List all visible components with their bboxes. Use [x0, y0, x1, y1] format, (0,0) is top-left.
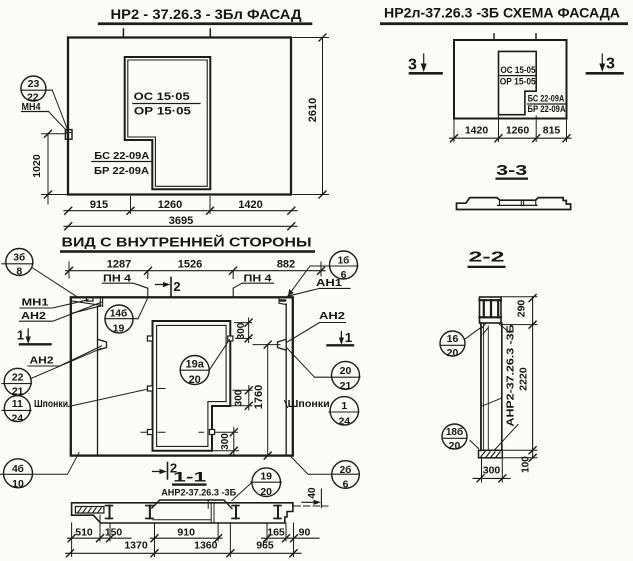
svg-text:23: 23: [28, 78, 40, 90]
svg-text:150: 150: [105, 526, 123, 538]
svg-text:МН4: МН4: [22, 102, 41, 113]
svg-text:ОР 15-05: ОР 15-05: [500, 77, 537, 88]
svg-text:АН1: АН1: [316, 277, 342, 289]
svg-text:300: 300: [483, 464, 501, 476]
svg-text:ПН 4: ПН 4: [244, 273, 272, 285]
svg-text:11: 11: [12, 398, 23, 410]
svg-text:8: 8: [16, 266, 22, 278]
svg-text:1-1: 1-1: [173, 468, 206, 484]
svg-text:ОС 15-05: ОС 15-05: [501, 65, 537, 76]
svg-text:АНР2-37.26.3 -3Б: АНР2-37.26.3 -3Б: [161, 488, 236, 499]
svg-text:АН2: АН2: [319, 310, 345, 322]
svg-text:АН2: АН2: [21, 310, 46, 322]
svg-text:19: 19: [260, 471, 272, 483]
svg-text:2б: 2б: [340, 464, 352, 476]
svg-text:АНР2-37.26.3 -3Б: АНР2-37.26.3 -3Б: [505, 325, 516, 427]
svg-text:3-3: 3-3: [496, 162, 527, 179]
svg-text:АН2: АН2: [30, 354, 54, 366]
svg-text:2-2: 2-2: [469, 249, 505, 266]
svg-text:90: 90: [299, 526, 311, 538]
svg-text:3695: 3695: [169, 215, 193, 227]
svg-text:1287: 1287: [107, 259, 131, 271]
svg-text:ПН 4: ПН 4: [103, 273, 131, 285]
svg-text:6: 6: [343, 478, 349, 490]
svg-text:3: 3: [408, 57, 417, 74]
svg-text:1370: 1370: [124, 539, 148, 551]
svg-text:21: 21: [340, 380, 352, 392]
svg-text:1260: 1260: [506, 125, 530, 137]
svg-text:1760: 1760: [253, 385, 265, 409]
svg-text:14б: 14б: [110, 308, 127, 320]
svg-text:ВИД С ВНУТРЕННЕЙ СТОРОНЫ: ВИД С ВНУТРЕННЕЙ СТОРОНЫ: [62, 235, 312, 250]
svg-text:БС 22-09А: БС 22-09А: [94, 150, 149, 162]
svg-text:24: 24: [338, 415, 350, 427]
svg-text:20: 20: [449, 440, 461, 452]
svg-text:22: 22: [12, 371, 24, 383]
svg-text:40: 40: [307, 487, 318, 499]
svg-text:300: 300: [220, 433, 231, 450]
svg-text:300: 300: [234, 389, 245, 406]
svg-text:1420: 1420: [465, 125, 489, 137]
svg-text:1420: 1420: [238, 199, 262, 211]
svg-text:НР2л-37.26.3 -3Б СХЕМА ФАСА: НР2л-37.26.3 -3Б СХЕМА ФАСАДА: [384, 6, 620, 21]
svg-text:165: 165: [267, 526, 285, 538]
svg-text:19а: 19а: [186, 359, 205, 371]
svg-text:3б: 3б: [13, 252, 25, 264]
svg-text:ОР 15·05: ОР 15·05: [134, 106, 191, 118]
svg-text:100: 100: [521, 456, 532, 473]
svg-text:Шпонки: Шпонки: [288, 399, 330, 410]
svg-text:1: 1: [345, 330, 352, 345]
svg-text:22: 22: [27, 92, 39, 104]
svg-text:815: 815: [543, 125, 561, 137]
svg-text:2: 2: [170, 461, 177, 476]
svg-text:510: 510: [75, 526, 93, 538]
svg-text:910: 910: [177, 526, 195, 538]
svg-text:1260: 1260: [158, 199, 182, 211]
svg-text:965: 965: [256, 539, 274, 551]
svg-text:3: 3: [606, 56, 615, 73]
svg-text:ОС 15·05: ОС 15·05: [134, 91, 190, 103]
svg-text:Шпонки: Шпонки: [34, 399, 68, 410]
svg-text:МН1: МН1: [22, 296, 49, 308]
svg-text:БР 22-09А: БР 22-09А: [94, 165, 149, 177]
svg-text:882: 882: [277, 259, 295, 271]
svg-text:НР2 - 37.26.3 - 3Бл ФАСАД: НР2 - 37.26.3 - 3Бл ФАСАД: [111, 7, 302, 22]
svg-text:1526: 1526: [178, 259, 202, 271]
svg-text:1: 1: [17, 328, 24, 343]
svg-text:20: 20: [340, 365, 352, 377]
svg-text:21: 21: [12, 386, 24, 398]
svg-text:2: 2: [173, 279, 180, 294]
svg-text:19: 19: [113, 322, 125, 334]
svg-text:1: 1: [341, 400, 347, 412]
svg-text:БР 22-09А: БР 22-09А: [528, 104, 566, 115]
svg-text:1020: 1020: [31, 154, 43, 178]
svg-text:1б: 1б: [338, 254, 350, 266]
svg-text:16: 16: [447, 333, 459, 345]
svg-text:915: 915: [90, 199, 108, 211]
svg-text:6: 6: [341, 269, 347, 281]
svg-text:300: 300: [236, 322, 247, 339]
svg-text:2610: 2610: [307, 98, 319, 122]
svg-text:20: 20: [189, 374, 201, 386]
svg-text:20: 20: [447, 347, 459, 359]
svg-text:18б: 18б: [446, 426, 463, 438]
svg-text:2220: 2220: [518, 367, 530, 391]
svg-text:24: 24: [11, 412, 23, 424]
svg-text:10: 10: [12, 478, 24, 490]
svg-text:20: 20: [260, 486, 272, 498]
svg-text:БС 22-09А: БС 22-09А: [528, 93, 565, 104]
svg-text:1360: 1360: [194, 539, 218, 551]
svg-text:290: 290: [516, 300, 528, 318]
svg-text:4б: 4б: [12, 463, 24, 475]
